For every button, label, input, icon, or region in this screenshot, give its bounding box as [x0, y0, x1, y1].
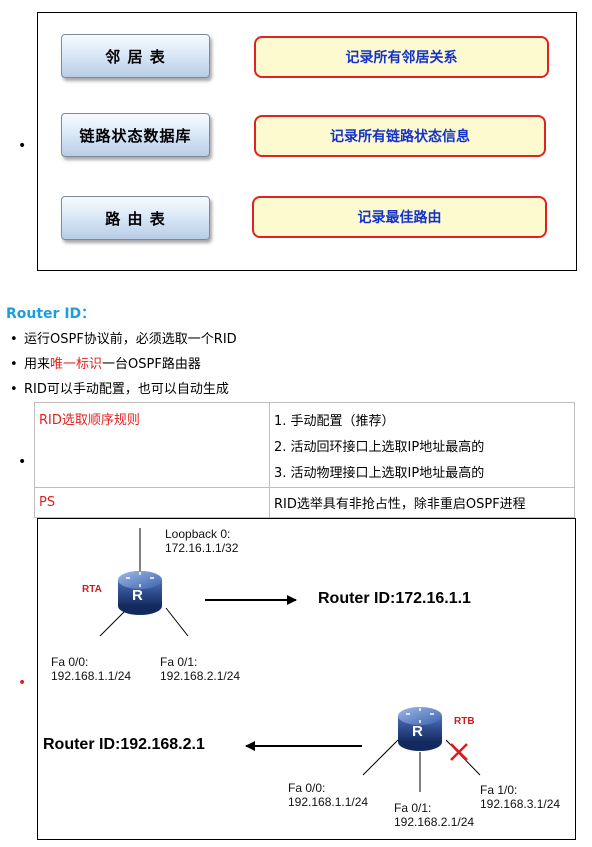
rta-router-id: Router ID:172.16.1.1 [318, 590, 471, 607]
rule-item: 1. 手动配置（推荐） [274, 414, 395, 429]
rid-rules-table: RID选取顺序规则 1. 手动配置（推荐） 2. 活动回环接口上选取IP地址最高… [34, 402, 575, 518]
router-id-title: Router ID： [6, 306, 96, 322]
rtb-fa10-label: Fa 1/0:192.168.3.1/24 [480, 783, 561, 811]
rule-item: 3. 活动物理接口上选取IP地址最高的 [274, 466, 485, 481]
rtb-router-id: Router ID:192.168.2.1 [43, 736, 205, 753]
neighbor-table-desc: 记录所有邻居关系 [254, 36, 549, 78]
rule-item: 2. 活动回环接口上选取IP地址最高的 [274, 440, 485, 455]
rta-fa01-link [165, 607, 189, 637]
bullet: • [18, 138, 27, 154]
ps-text-cell: RID选举具有非抢占性，除非重启OSPF进程 [269, 487, 575, 518]
rules-cell: 1. 手动配置（推荐） 2. 活动回环接口上选取IP地址最高的 3. 活动物理接… [269, 402, 575, 488]
rtb-fa01-label: Fa 0/1:192.168.2.1/24 [394, 801, 475, 829]
rta-fa00-link [99, 607, 129, 637]
bullet: • [18, 675, 27, 691]
ps-label-cell: PS [34, 487, 270, 518]
rtb-name: RTB [454, 716, 475, 727]
rtb-fa00-label: Fa 0/0:192.168.1.1/24 [288, 781, 369, 809]
ospf-tables-panel [37, 12, 577, 271]
routing-table-box: 路 由 表 [61, 196, 210, 240]
rta-name: RTA [82, 584, 102, 595]
lsdb-desc: 记录所有链路状态信息 [254, 115, 546, 157]
list-item: •RID可以手动配置，也可以自动生成 [10, 382, 229, 397]
neighbor-table-box: 邻 居 表 [61, 34, 210, 78]
lsdb-box: 链路状态数据库 [61, 113, 210, 157]
list-item: •运行OSPF协议前，必须选取一个RID [10, 332, 237, 347]
routing-table-desc: 记录最佳路由 [252, 196, 547, 238]
highlight-text: 唯一标识 [50, 357, 103, 372]
router-rta-glyph: R [132, 587, 143, 604]
bullet: • [18, 454, 27, 470]
rta-loopback-label: Loopback 0:172.16.1.1/32 [165, 527, 239, 555]
list-item: •用来唯一标识一台OSPF路由器 [10, 357, 201, 372]
router-rtb-icon [398, 707, 442, 751]
rta-fa01-label: Fa 0/1:192.168.2.1/24 [160, 655, 241, 683]
rta-fa00-label: Fa 0/0:192.168.1.1/24 [51, 655, 132, 683]
router-rtb-glyph: R [412, 723, 423, 740]
router-rta-icon [118, 571, 162, 615]
rule-label-cell: RID选取顺序规则 [34, 402, 270, 488]
link-down-icon [450, 743, 468, 761]
rtb-fa00-link [362, 739, 399, 776]
router-id-diagram [37, 518, 576, 840]
